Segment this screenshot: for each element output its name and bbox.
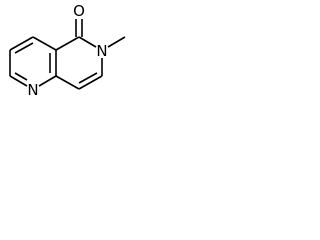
- atom-label-pyridine-nitrogen: N: [27, 81, 38, 99]
- bond-c7-c8-inner: [78, 72, 98, 84]
- atom-label-oxygen: O: [73, 2, 85, 20]
- bond-c7-c8: [78, 75, 103, 90]
- atom-label-amide-nitrogen: N: [96, 42, 107, 60]
- bond-n6-methyl: [107, 36, 126, 48]
- bond-c4a-c4: [32, 36, 57, 51]
- bond-c2-n1-inner: [14, 72, 28, 81]
- bond-n1-c8a: [38, 75, 57, 87]
- molecule-structure-diagram: O N N: [9, 2, 126, 99]
- bond-c8-c8a: [55, 75, 80, 90]
- bond-c4a-c5: [55, 36, 80, 51]
- bond-c2-n1: [9, 75, 28, 87]
- bond-c5-n6: [78, 36, 97, 48]
- bond-c4-c3-inner: [14, 42, 34, 54]
- bond-c4-c3: [9, 36, 34, 51]
